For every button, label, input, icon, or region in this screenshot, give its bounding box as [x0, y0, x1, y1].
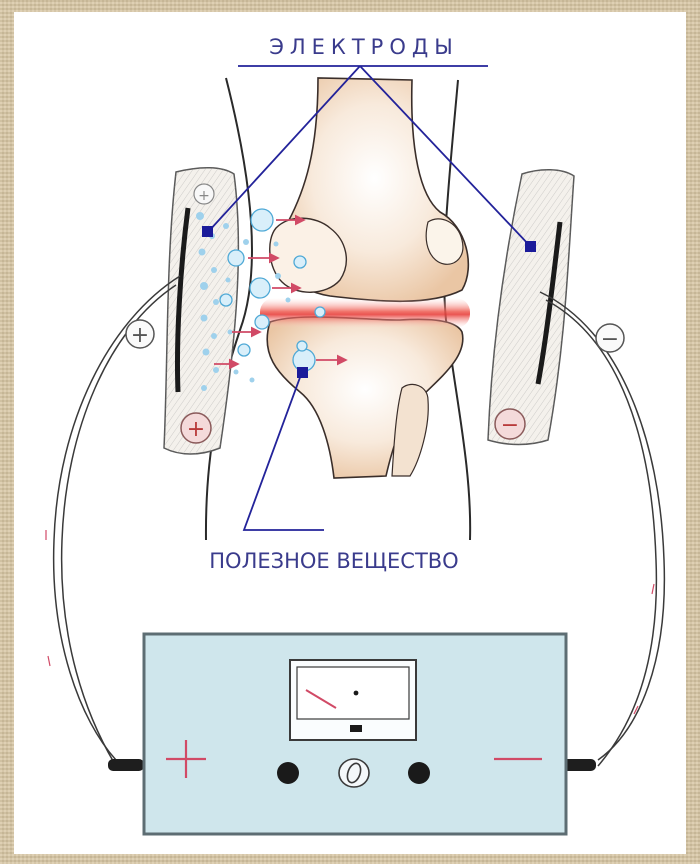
right-electrode-pad: − [488, 170, 574, 445]
knee-bones [267, 78, 468, 478]
minus-symbol: − [601, 327, 619, 352]
left-terminal-knob [277, 762, 299, 784]
galvanic-device [144, 634, 566, 834]
dial-knob-icon [339, 759, 369, 787]
minus-symbol: − [501, 413, 519, 438]
electrodes-label: ЭЛЕКТРОДЫ [269, 35, 459, 59]
substance-label: ПОЛЕЗНОЕ ВЕЩЕСТВО [209, 549, 458, 573]
left-pad-plus-badge: + [181, 413, 211, 443]
right-terminal-knob [408, 762, 430, 784]
right-pad-minus-badge: − [495, 409, 525, 439]
wire-minus-badge: − [596, 324, 624, 352]
plus-symbol: + [187, 417, 205, 442]
plus-symbol: + [131, 323, 149, 348]
plus-symbol: + [198, 188, 210, 204]
left-plug [108, 759, 144, 771]
analog-meter-icon [290, 660, 416, 740]
joint-inflammation [260, 298, 470, 328]
left-pad-top-plus-badge: + [194, 184, 214, 204]
wire-plus-badge: + [126, 320, 154, 348]
